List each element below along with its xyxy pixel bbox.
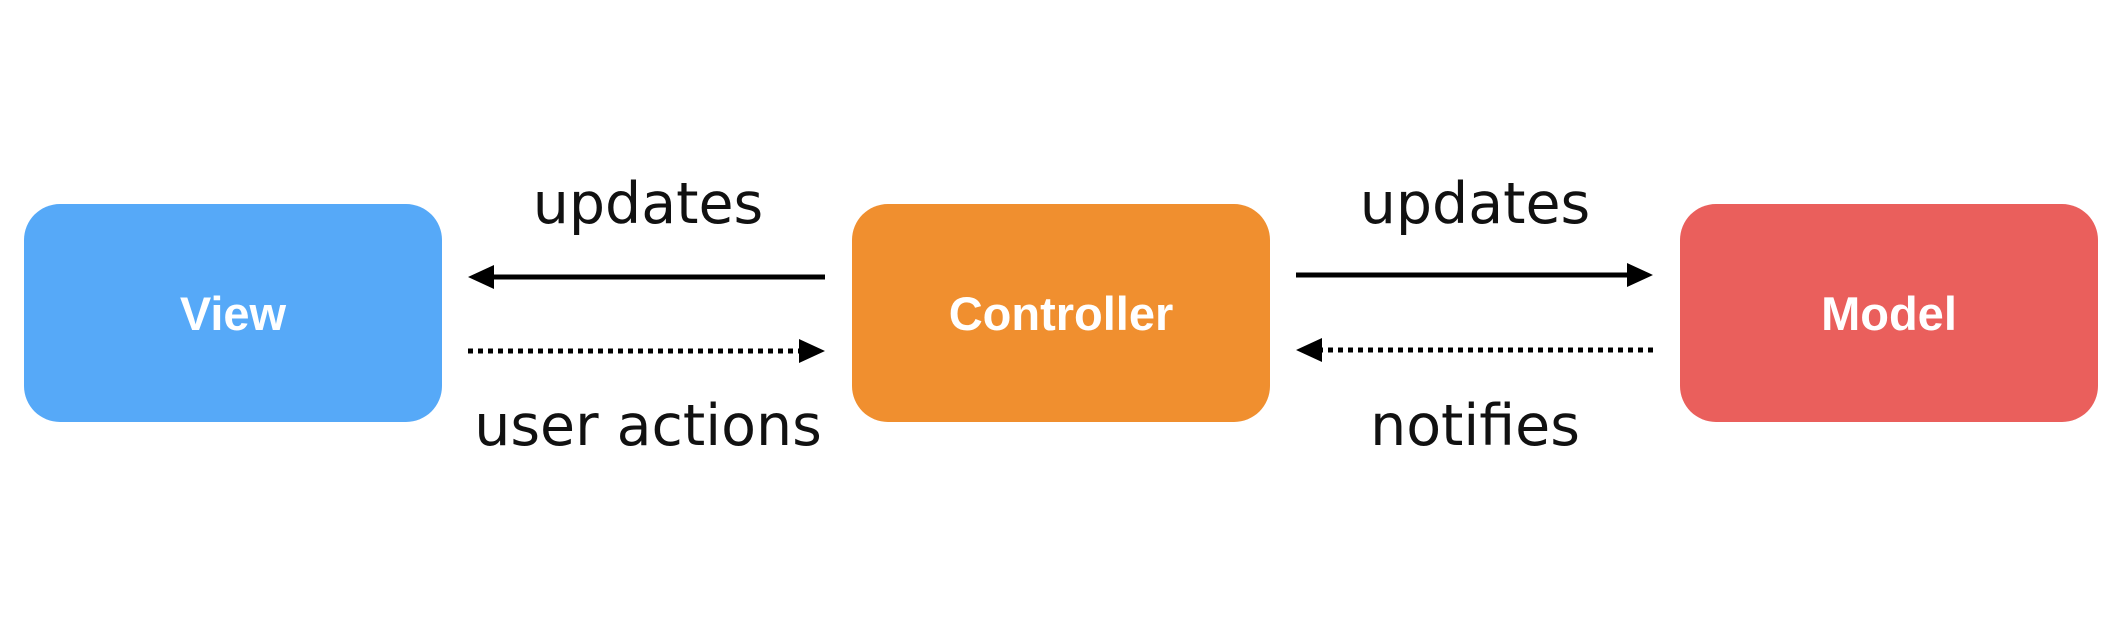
controller-node-label: Controller	[948, 286, 1174, 340]
notifies-label: notifies	[1370, 393, 1580, 459]
updates-view-label: updates	[532, 171, 764, 237]
arrow-view-to-controller	[468, 339, 825, 363]
user-actions-label: user actions	[474, 393, 822, 459]
view-node-label: View	[179, 286, 287, 340]
updates-model-label: updates	[1359, 171, 1591, 237]
model-node-label: Model	[1821, 286, 1957, 340]
arrow-controller-to-view	[468, 265, 825, 289]
controller-node: Controller	[852, 204, 1270, 422]
arrow-model-to-controller	[1296, 338, 1653, 362]
view-node: View	[24, 204, 442, 422]
model-node: Model	[1680, 204, 2098, 422]
arrow-controller-to-model	[1296, 263, 1653, 287]
